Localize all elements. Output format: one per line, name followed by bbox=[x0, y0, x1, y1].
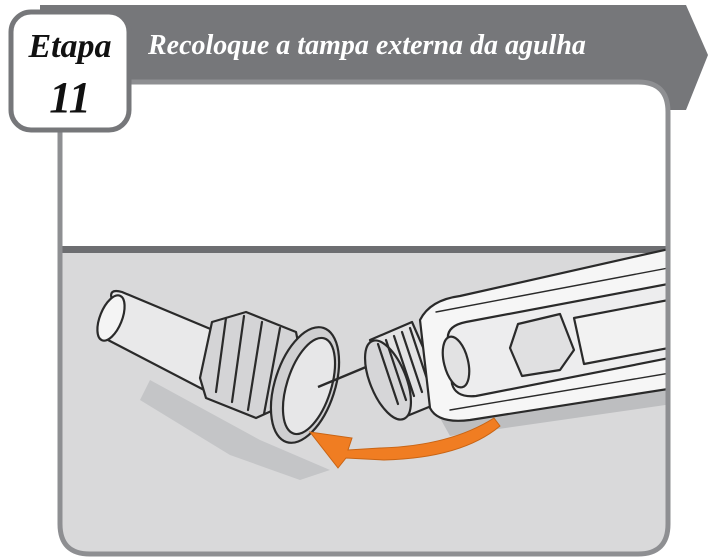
needle-outer-cap-icon bbox=[96, 289, 341, 480]
step-word: Etapa bbox=[28, 28, 112, 65]
illustration-frame bbox=[57, 79, 671, 557]
step-title: Recoloque a tampa externa da agulha bbox=[148, 30, 586, 61]
step-badge bbox=[8, 9, 132, 133]
curved-arrow-icon bbox=[308, 417, 501, 469]
panel-divider bbox=[60, 246, 668, 253]
injection-pen-icon bbox=[363, 240, 668, 436]
step-number: 11 bbox=[49, 73, 91, 122]
